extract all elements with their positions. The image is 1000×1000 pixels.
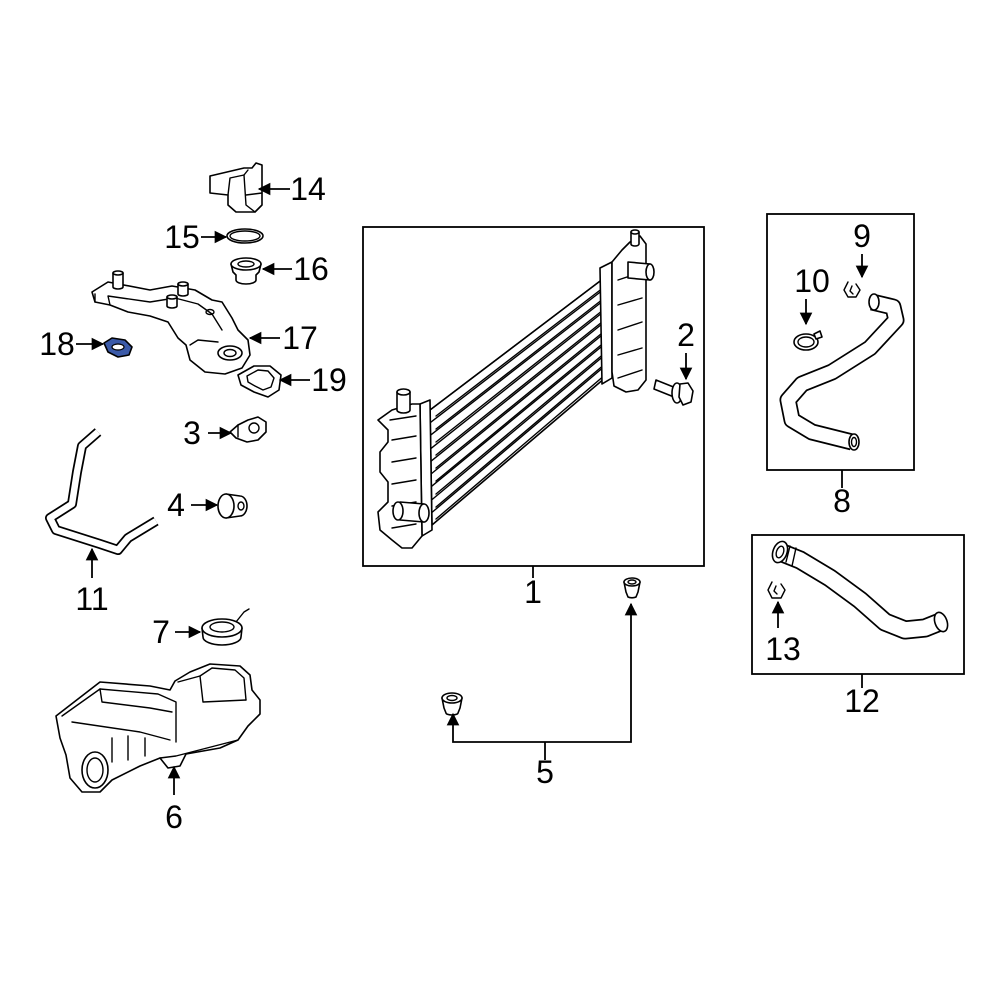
hose-clip-13 — [767, 581, 786, 599]
callout-18: 18 — [39, 326, 75, 362]
callout-16: 16 — [293, 251, 329, 287]
callout-11: 11 — [75, 581, 108, 617]
leader-lines — [76, 182, 869, 795]
callout-2: 2 — [677, 317, 695, 353]
callout-3: 3 — [183, 415, 201, 451]
callout-5: 5 — [536, 754, 554, 790]
cap — [229, 416, 267, 443]
lower-hose-group-box — [751, 534, 965, 675]
callout-13: 13 — [765, 631, 801, 667]
sensor-housing — [209, 162, 263, 213]
upper-hose-group-box — [766, 213, 915, 471]
gasket — [237, 365, 282, 398]
callout-4: 4 — [167, 487, 185, 523]
callout-9: 9 — [853, 218, 871, 254]
grommet — [230, 257, 262, 285]
callout-7: 7 — [152, 614, 170, 650]
reservoir-cap — [201, 608, 250, 646]
callout-14: 14 — [290, 171, 326, 207]
radiator — [377, 229, 655, 549]
bolt — [653, 379, 694, 406]
bushing — [217, 493, 248, 519]
callout-19: 19 — [311, 362, 347, 398]
grommet-upper — [623, 577, 641, 599]
gasket-highlighted — [103, 337, 133, 358]
grommet-lower — [441, 692, 463, 716]
callout-15: 15 — [164, 219, 200, 255]
callout-17: 17 — [282, 320, 318, 356]
callout-12: 12 — [844, 683, 880, 719]
lower-hose — [771, 540, 949, 640]
upper-hose — [779, 293, 905, 451]
callout-1: 1 — [524, 574, 542, 610]
radiator-fins — [429, 271, 613, 520]
o-ring — [226, 228, 264, 244]
callout-8: 8 — [833, 483, 851, 519]
callout-6: 6 — [165, 799, 183, 835]
callout-labels: 1 2 3 4 5 6 7 8 9 10 11 12 13 14 15 16 1… — [39, 171, 880, 835]
coolant-reservoir — [55, 663, 261, 793]
callout-10: 10 — [794, 263, 830, 299]
overflow-hose — [45, 428, 159, 555]
hose-clip-9 — [843, 281, 861, 298]
bracket — [91, 270, 251, 375]
hose-clamp-10 — [793, 330, 823, 351]
